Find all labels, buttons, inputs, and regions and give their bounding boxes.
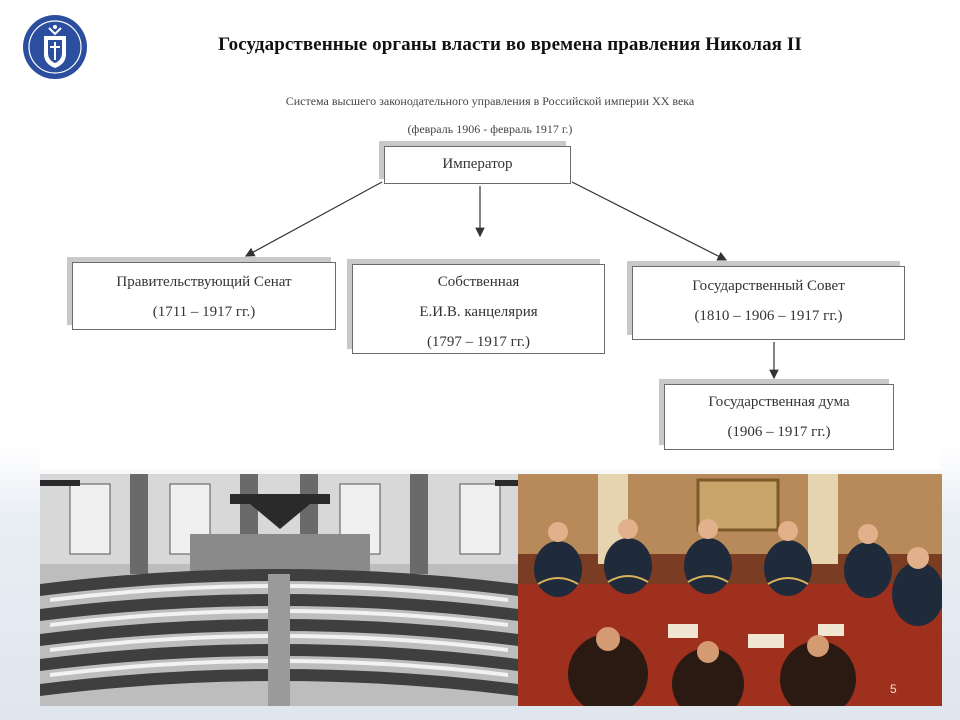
node-senate-years: (1711 – 1917 гг.)	[152, 304, 256, 320]
node-chancellery-line-1: Собственная	[437, 274, 520, 290]
node-state-duma: Государственная дума (1906 – 1917 гг.)	[664, 384, 894, 450]
node-emperor-line-1: Император	[442, 156, 513, 172]
node-council-name: Государственный Совет	[692, 278, 845, 294]
node-state-council: Государственный Совет (1810 – 1906 – 191…	[632, 266, 905, 340]
node-governing-senate: Правительствующий Сенат (1711 – 1917 гг.…	[72, 262, 336, 330]
node-duma-name: Государственная дума	[708, 394, 850, 410]
coat-of-arms-emblem-icon	[23, 15, 87, 79]
duma-hall-photo	[40, 474, 518, 706]
node-chancellery-line-2: Е.И.В. канцелярия	[419, 304, 538, 320]
edge-emperor-senate	[244, 181, 383, 257]
diagram-connectors	[244, 181, 779, 380]
node-chancellery-years: (1797 – 1917 гг.)	[426, 334, 531, 350]
diagram-subheading: (февраль 1906 - февраль 1917 г.)	[407, 122, 573, 136]
node-imperial-chancellery: Собственная Е.И.В. канцелярия (1797 – 19…	[352, 264, 605, 354]
edge-emperor-council	[571, 181, 728, 261]
node-senate-name: Правительствующий Сенат	[116, 274, 292, 290]
hierarchy-diagram: Система высшего законодательного управле…	[40, 86, 940, 470]
slide-title: Государственные органы власти во времена…	[218, 34, 802, 55]
diagram-heading: Система высшего законодательного управле…	[285, 94, 695, 108]
node-emperor: Император	[384, 146, 571, 184]
node-council-years: (1810 – 1906 – 1917 гг.)	[694, 308, 843, 324]
state-council-painting	[518, 474, 942, 706]
node-duma-years: (1906 – 1917 гг.)	[727, 424, 831, 440]
page-number: 5	[890, 682, 897, 696]
